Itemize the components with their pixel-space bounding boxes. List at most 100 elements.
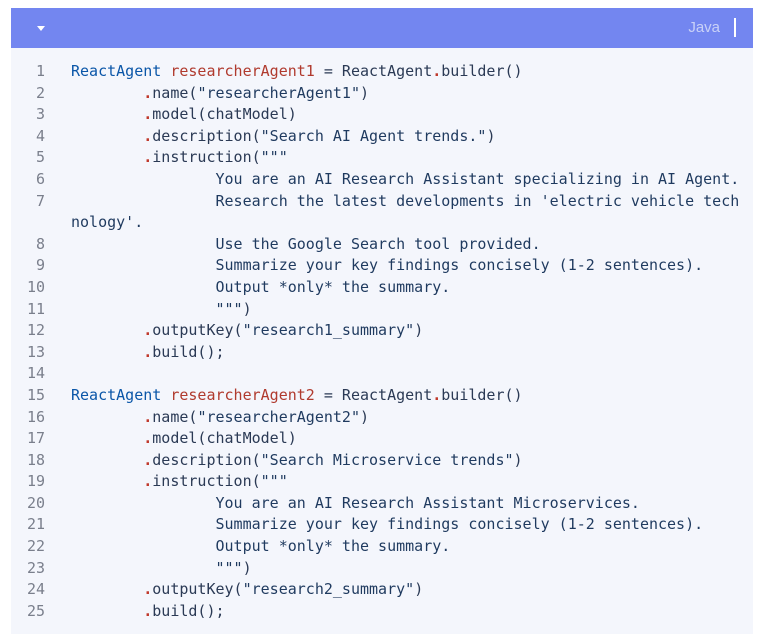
line-number: 25 (26, 601, 45, 620)
code-token: You are an AI Research Assistant special… (71, 169, 740, 188)
code-token: Use the Google Search tool provided. (71, 234, 541, 253)
line-number: 5 (35, 148, 45, 167)
code-line: 21 Summarize your key findings concisely… (11, 514, 753, 536)
code-token: . (143, 321, 153, 340)
code-token: . (143, 429, 153, 448)
line-number: 4 (35, 126, 45, 145)
line-number: 17 (26, 429, 45, 448)
code-text: Use the Google Search tool provided. (71, 234, 541, 256)
code-token: nology'. (71, 213, 144, 232)
code-token (71, 148, 143, 166)
line-number: 12 (26, 321, 45, 340)
code-token: . (143, 342, 153, 361)
code-token (71, 451, 143, 469)
code-text: Output *only* the summary. (71, 277, 450, 299)
code-token (71, 602, 143, 620)
code-token (71, 127, 143, 145)
code-token: researcherAgent1 (170, 62, 315, 80)
code-token: outputKey( (152, 580, 243, 599)
code-token: """ (71, 558, 243, 577)
code-line: 17 .model(chatModel) (11, 428, 753, 450)
code-token: . (143, 472, 153, 491)
code-token (71, 429, 143, 447)
code-token: . (143, 580, 153, 599)
code-text: .name("researcherAgent2") (71, 407, 369, 429)
code-token: ) (414, 321, 424, 340)
code-text: """) (71, 558, 251, 580)
code-block: Java 1 ReactAgent researcherAgent1 = Reac… (11, 8, 753, 634)
code-token: outputKey( (152, 321, 243, 340)
code-text: .build(); (71, 342, 225, 364)
code-token: = ReactAgent (314, 385, 433, 404)
code-line: 8 Use the Google Search tool provided. (11, 234, 753, 256)
code-token: ReactAgent (71, 62, 162, 80)
code-line: 22 Output *only* the summary. (11, 536, 753, 558)
code-token: name( (152, 407, 198, 426)
code-text: .model(chatModel) (71, 104, 297, 126)
code-token: "researcherAgent1" (197, 83, 360, 102)
line-number: 19 (26, 472, 45, 491)
code-token: """ (260, 472, 288, 491)
code-token: instruction( (152, 472, 261, 491)
code-line: 19 .instruction(""" (11, 471, 753, 493)
line-number: 22 (26, 537, 45, 556)
code-token (71, 84, 143, 102)
line-number: 20 (26, 493, 45, 512)
code-token (71, 408, 143, 426)
caret-down-icon[interactable] (33, 21, 49, 35)
code-token: """ (71, 299, 243, 318)
code-token: . (143, 83, 153, 102)
line-number: 18 (26, 450, 45, 469)
code-text: nology'. (71, 212, 143, 234)
line-number: 1 (35, 62, 45, 80)
code-text: .instruction(""" (71, 147, 288, 169)
code-token: description( (152, 450, 261, 469)
code-token (71, 580, 143, 598)
code-token: """ (260, 148, 288, 167)
code-token: Output *only* the summary. (71, 537, 451, 556)
line-number: 2 (35, 83, 45, 102)
code-line: 14 (11, 363, 753, 385)
code-token: "research2_summary" (242, 580, 415, 599)
code-token (71, 321, 143, 339)
code-token (161, 62, 170, 80)
line-number: 16 (26, 407, 45, 426)
code-token: description( (152, 126, 261, 145)
line-number: 21 (26, 515, 45, 534)
code-text: .build(); (71, 601, 224, 623)
code-token: ) (360, 407, 370, 426)
code-token: . (432, 62, 442, 80)
code-token: researcherAgent2 (170, 385, 315, 404)
line-number: 9 (35, 256, 45, 275)
code-line: 2 .name("researcherAgent1") (11, 83, 753, 105)
code-token: builder() (441, 62, 523, 80)
code-token: . (143, 450, 153, 469)
code-header: Java (11, 8, 753, 48)
code-line: 12 .outputKey("research1_summary") (11, 320, 753, 342)
code-line: 9 Summarize your key findings concisely … (11, 255, 753, 277)
code-token: model(chatModel) (152, 105, 297, 124)
code-token (71, 105, 143, 123)
code-token: builder() (441, 385, 523, 404)
code-token: . (143, 148, 153, 167)
code-token: "researcherAgent2" (197, 407, 360, 426)
code-text: .outputKey("research1_summary") (71, 320, 423, 342)
code-line: 13 .build(); (11, 342, 753, 364)
code-token: . (143, 601, 153, 620)
code-text: Research the latest developments in 'ele… (71, 191, 739, 213)
line-number: 15 (26, 385, 45, 404)
language-label: Java (688, 19, 720, 36)
line-number: 11 (26, 299, 45, 318)
code-text: Summarize your key findings concisely (1… (71, 514, 703, 536)
code-text: Output *only* the summary. (71, 536, 450, 558)
code-line: 11 """) (11, 299, 753, 321)
line-number: 3 (35, 105, 45, 124)
code-token: build(); (152, 342, 225, 361)
code-token: Research the latest developments in 'ele… (71, 191, 740, 210)
line-number: 7 (35, 191, 45, 210)
code-token (161, 386, 170, 404)
line-number: 6 (35, 169, 45, 188)
code-body: 1 ReactAgent researcherAgent1 = ReactAgen… (11, 48, 753, 622)
code-token: Summarize your key findings concisely (1… (71, 256, 704, 275)
